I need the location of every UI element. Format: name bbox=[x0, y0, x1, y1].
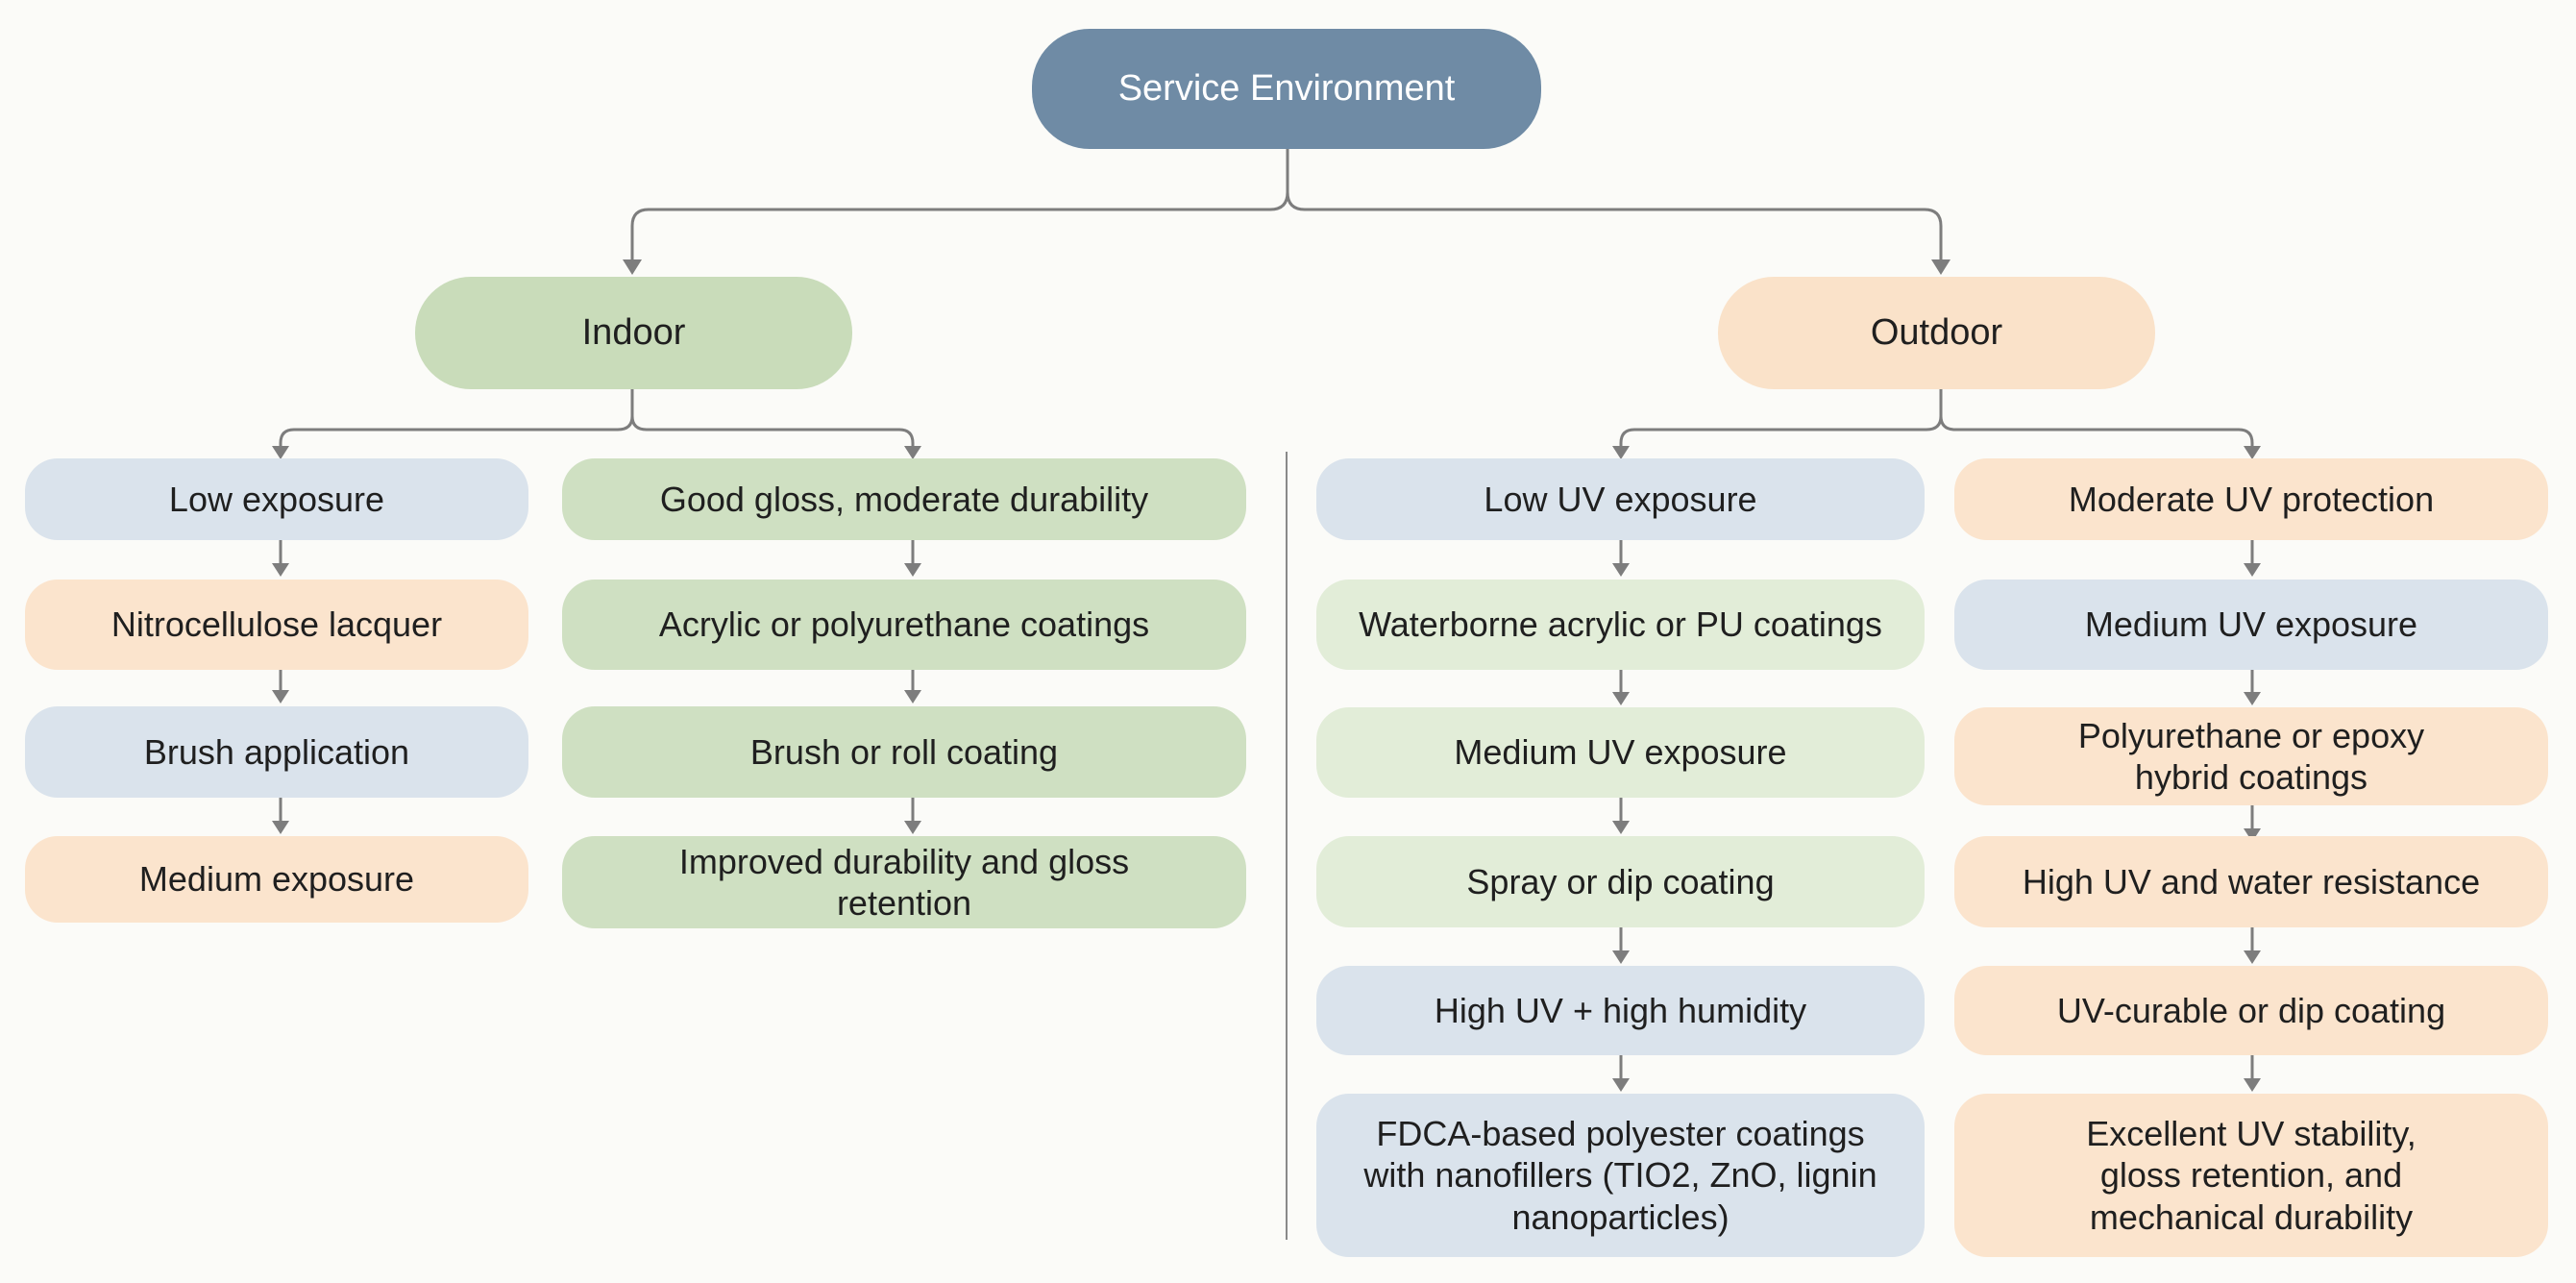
step-label: Low UV exposure bbox=[1484, 479, 1757, 519]
outdoor-label: Outdoor bbox=[1870, 311, 2003, 353]
indoor-gloss-step-1: Good gloss, moderate durability bbox=[562, 458, 1246, 540]
outdoor-node: Outdoor bbox=[1718, 277, 2155, 389]
indoor-node: Indoor bbox=[415, 277, 852, 389]
step-label: Medium UV exposure bbox=[2084, 604, 2418, 645]
step-label: Medium UV exposure bbox=[1454, 732, 1787, 773]
outdoor-to-low-connector bbox=[1619, 389, 1943, 450]
step-label: Brush application bbox=[143, 731, 410, 772]
outdoor-to-moderate-connector bbox=[1939, 389, 2254, 450]
step-label: Polyurethane or epoxy hybrid coatings bbox=[2077, 715, 2425, 797]
outdoor-low-step-2: Waterborne acrylic or PU coatings bbox=[1316, 580, 1925, 670]
section-divider bbox=[1286, 452, 1288, 1240]
step-label: Nitrocellulose lacquer bbox=[110, 604, 443, 645]
outdoor-low-step-6: FDCA-based polyester coatings with nanof… bbox=[1316, 1094, 1925, 1257]
step-label: High UV and water resistance bbox=[2022, 861, 2481, 901]
indoor-to-gloss-connector bbox=[630, 389, 915, 450]
root-to-outdoor-connector bbox=[1286, 149, 1943, 259]
step-label: UV-curable or dip coating bbox=[2056, 990, 2446, 1030]
outdoor-moderate-step-1: Moderate UV protection bbox=[1954, 458, 2548, 540]
indoor-label: Indoor bbox=[581, 311, 686, 353]
indoor-low-step-4: Medium exposure bbox=[25, 836, 528, 923]
outdoor-moderate-step-5: UV-curable or dip coating bbox=[1954, 966, 2548, 1055]
step-label: Medium exposure bbox=[138, 859, 415, 900]
step-label: Good gloss, moderate durability bbox=[659, 479, 1149, 519]
outdoor-low-step-5: High UV + high humidity bbox=[1316, 966, 1925, 1055]
root-node: Service Environment bbox=[1032, 29, 1541, 149]
step-label: Improved durability and gloss retention bbox=[678, 841, 1130, 923]
step-label: Acrylic or polyurethane coatings bbox=[658, 604, 1150, 645]
outdoor-moderate-step-3: Polyurethane or epoxy hybrid coatings bbox=[1954, 707, 2548, 805]
outdoor-moderate-step-2: Medium UV exposure bbox=[1954, 580, 2548, 670]
indoor-low-step-2: Nitrocellulose lacquer bbox=[25, 580, 528, 670]
root-to-indoor-connector bbox=[630, 149, 1289, 259]
step-label: Spray or dip coating bbox=[1466, 861, 1775, 901]
outdoor-low-step-4: Spray or dip coating bbox=[1316, 836, 1925, 927]
outdoor-low-step-1: Low UV exposure bbox=[1316, 458, 1925, 540]
root-label: Service Environment bbox=[1117, 67, 1456, 109]
indoor-low-step-1: Low exposure bbox=[25, 458, 528, 540]
step-label: Low exposure bbox=[168, 479, 385, 519]
step-label: Waterborne acrylic or PU coatings bbox=[1359, 604, 1882, 645]
indoor-low-step-3: Brush application bbox=[25, 706, 528, 798]
step-label: High UV + high humidity bbox=[1434, 990, 1807, 1030]
indoor-to-low-connector bbox=[279, 389, 634, 450]
indoor-gloss-step-2: Acrylic or polyurethane coatings bbox=[562, 580, 1246, 670]
outdoor-low-step-3: Medium UV exposure bbox=[1316, 707, 1925, 798]
step-label: Excellent UV stability, gloss retention,… bbox=[2086, 1114, 2417, 1237]
indoor-gloss-step-3: Brush or roll coating bbox=[562, 706, 1246, 798]
step-label: Brush or roll coating bbox=[749, 731, 1059, 772]
indoor-gloss-step-4: Improved durability and gloss retention bbox=[562, 836, 1246, 928]
outdoor-moderate-step-6: Excellent UV stability, gloss retention,… bbox=[1954, 1094, 2548, 1257]
step-label: FDCA-based polyester coatings with nanof… bbox=[1363, 1114, 1877, 1237]
step-label: Moderate UV protection bbox=[2068, 479, 2435, 519]
outdoor-moderate-step-4: High UV and water resistance bbox=[1954, 836, 2548, 927]
